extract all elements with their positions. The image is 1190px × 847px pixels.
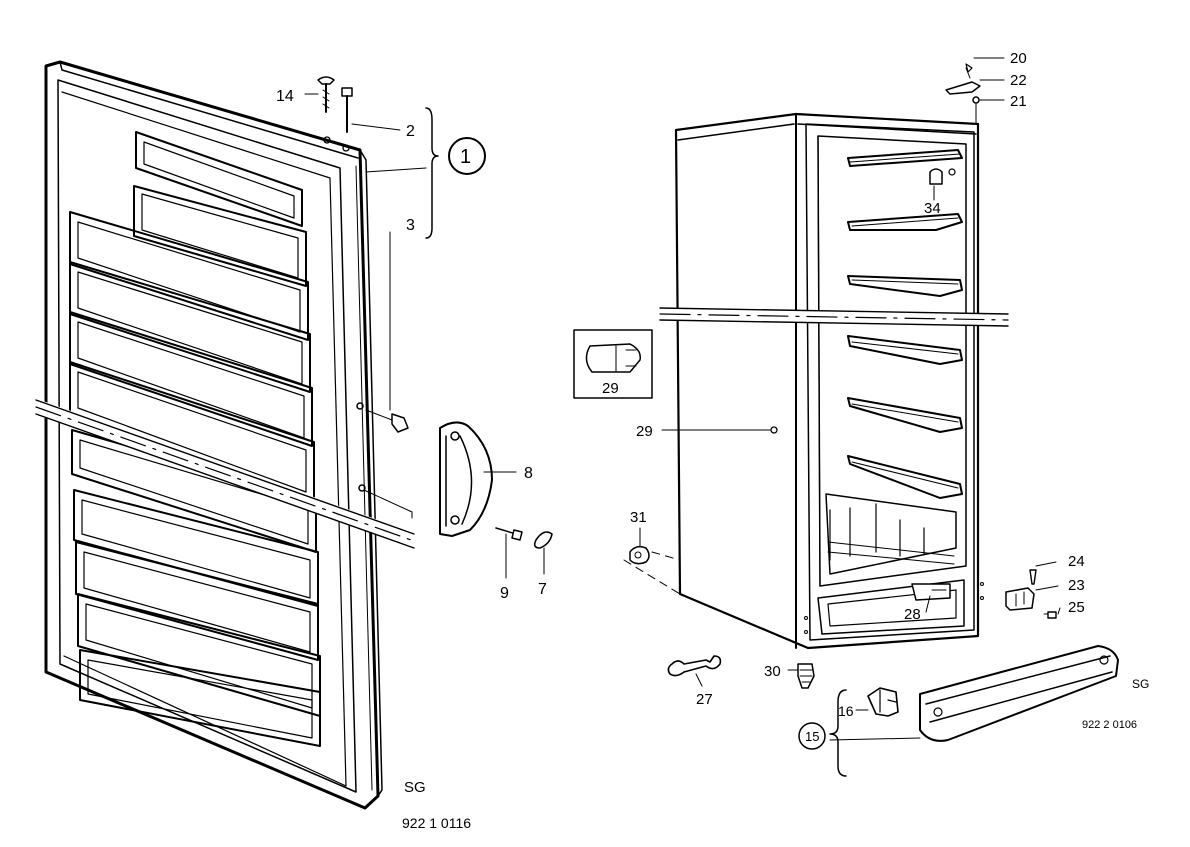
tag-22: 22 — [1010, 72, 1027, 89]
tag-24: 24 — [1068, 553, 1085, 570]
labels: 14 2 1 3 8 9 7 SG 922 1 0116 20 22 21 34… — [276, 50, 1149, 831]
freezer-door — [33, 60, 553, 810]
tag-27: 27 — [696, 691, 713, 708]
cabinet-sg-mark: SG — [1132, 677, 1149, 691]
tag-23: 23 — [1068, 577, 1085, 594]
tag-29-inset: 29 — [602, 380, 619, 397]
tag-34: 34 — [924, 200, 941, 217]
tag-20: 20 — [1010, 50, 1027, 67]
tag-25: 25 — [1068, 599, 1085, 616]
tag-9: 9 — [500, 585, 509, 602]
tag-31: 31 — [630, 509, 647, 526]
tag-28: 28 — [904, 606, 921, 623]
tag-3: 3 — [406, 217, 415, 234]
cabinet-drawing-code: 922 2 0106 — [1082, 719, 1137, 731]
tag-7: 7 — [538, 581, 547, 598]
tag-8: 8 — [524, 465, 533, 482]
group-label-15: 15 — [805, 729, 819, 744]
door-sg-mark: SG — [404, 779, 426, 796]
group-label-1: 1 — [460, 146, 471, 168]
tag-21: 21 — [1010, 93, 1027, 110]
tag-16: 16 — [838, 703, 854, 719]
freezer-cabinet — [573, 57, 1119, 777]
door-drawing-code: 922 1 0116 — [402, 815, 471, 831]
tag-30: 30 — [764, 663, 781, 680]
tag-14: 14 — [276, 88, 294, 105]
tag-2: 2 — [406, 123, 415, 140]
tag-29: 29 — [636, 423, 653, 440]
